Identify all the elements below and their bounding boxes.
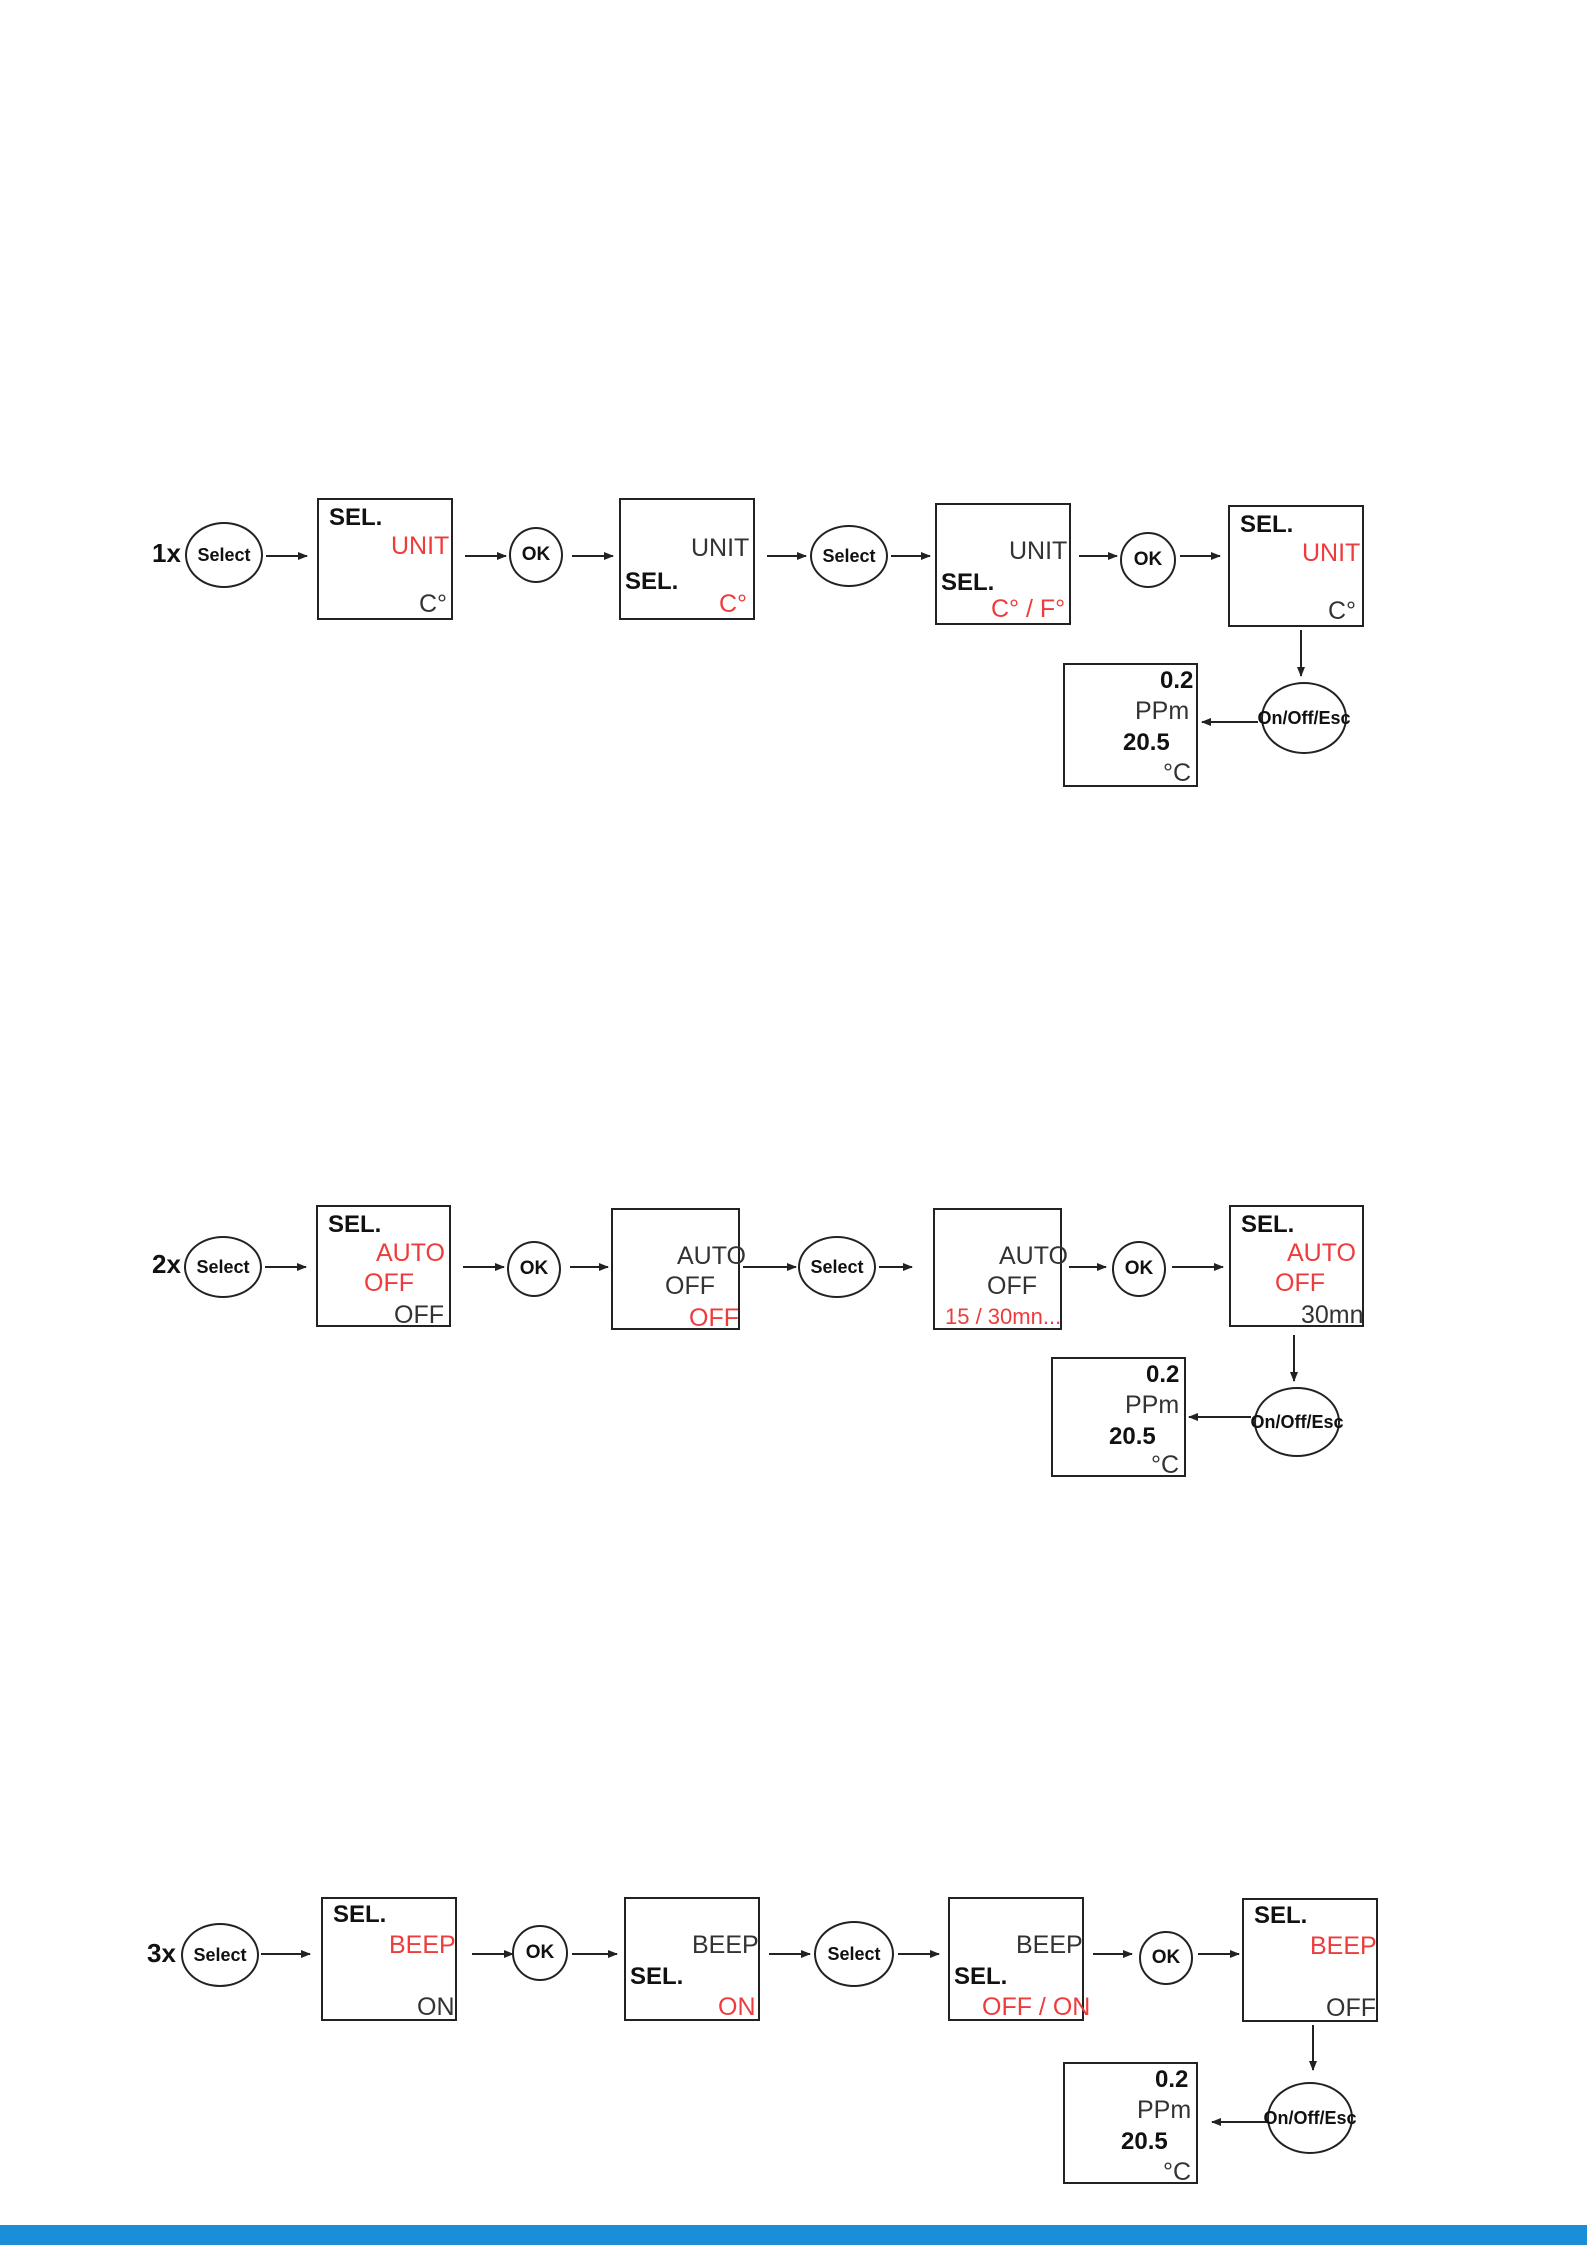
- temperature-value: 20.5: [1109, 1423, 1156, 1450]
- menu-label: AUTO: [1287, 1239, 1356, 1267]
- menu-label: BEEP: [1016, 1931, 1083, 1959]
- escape-label-line2: Esc: [1311, 1411, 1344, 1432]
- temperature-value: 20.5: [1123, 729, 1170, 756]
- menu-sublabel: OFF: [987, 1272, 1037, 1300]
- select-button[interactable]: Select: [185, 522, 263, 588]
- sel-indicator: SEL.: [329, 504, 383, 531]
- ok-button[interactable]: OK: [509, 527, 563, 583]
- menu-value: OFF: [394, 1301, 444, 1329]
- display-screen: SEL. UNIT C°: [317, 498, 453, 620]
- escape-label-line2: Esc: [1318, 707, 1351, 728]
- escape-label-line1: On/Off/: [1257, 707, 1319, 728]
- reading-value: 0.2: [1155, 2066, 1189, 2093]
- menu-value: ON: [718, 1993, 756, 2021]
- temperature-unit: °C: [1163, 2158, 1192, 2186]
- display-screen: UNIT SEL. C° / F°: [935, 503, 1071, 625]
- menu-label: AUTO: [677, 1242, 746, 1270]
- select-button[interactable]: Select: [798, 1236, 876, 1298]
- reading-unit: PPm: [1135, 697, 1190, 725]
- menu-value: OFF: [689, 1304, 739, 1332]
- menu-value: OFF / ON: [982, 1993, 1091, 2021]
- measurement-screen: 0.2 PPm 20.5 °C: [1063, 2062, 1198, 2186]
- step-label: 2x: [152, 1249, 181, 1279]
- menu-value: 30mn: [1301, 1301, 1364, 1329]
- select-button[interactable]: Select: [810, 525, 888, 587]
- reading-value: 0.2: [1160, 667, 1194, 694]
- reading-value: 0.2: [1146, 1361, 1180, 1388]
- ok-button[interactable]: OK: [1139, 1931, 1193, 1985]
- menu-label: UNIT: [1009, 537, 1068, 565]
- menu-label: BEEP: [692, 1931, 759, 1959]
- measurement-screen: 0.2 PPm 20.5 °C: [1051, 1357, 1186, 1479]
- reading-unit: PPm: [1125, 1391, 1180, 1419]
- menu-value: C° / F°: [991, 595, 1066, 623]
- menu-value: ON: [417, 1993, 455, 2021]
- display-screen: SEL. UNIT C°: [1228, 505, 1364, 627]
- ok-button[interactable]: OK: [512, 1925, 568, 1981]
- ok-button[interactable]: OK: [1112, 1241, 1166, 1297]
- reading-unit: PPm: [1137, 2096, 1192, 2124]
- display-screen: BEEP SEL. ON: [624, 1897, 760, 2021]
- menu-label: UNIT: [691, 534, 750, 562]
- select-button[interactable]: Select: [181, 1923, 259, 1987]
- display-screen: SEL. BEEP ON: [321, 1897, 457, 2021]
- display-screen: SEL. AUTO OFF 30mn: [1229, 1205, 1364, 1329]
- ok-button[interactable]: OK: [507, 1241, 561, 1297]
- bottom-brand-bar: [0, 2225, 1587, 2245]
- menu-sublabel: OFF: [364, 1269, 414, 1297]
- on-off-esc-button[interactable]: On/Off/ Esc: [1263, 2082, 1357, 2154]
- ok-button[interactable]: OK: [1120, 532, 1176, 588]
- sel-indicator: SEL.: [1241, 1211, 1295, 1238]
- menu-value: C°: [719, 590, 748, 618]
- menu-sublabel: OFF: [1275, 1269, 1325, 1297]
- display-screen: AUTO OFF 15 / 30mn...: [933, 1208, 1068, 1330]
- sel-indicator: SEL.: [630, 1963, 684, 1990]
- display-screen: SEL. AUTO OFF OFF: [316, 1205, 451, 1329]
- select-button[interactable]: Select: [814, 1921, 894, 1987]
- menu-label: BEEP: [1310, 1932, 1377, 1960]
- menu-label: AUTO: [999, 1242, 1068, 1270]
- menu-label: BEEP: [389, 1931, 456, 1959]
- display-screen: SEL. BEEP OFF: [1242, 1898, 1378, 2022]
- select-button[interactable]: Select: [184, 1236, 262, 1298]
- step-label: 3x: [147, 1938, 176, 1968]
- sel-indicator: SEL.: [1240, 511, 1294, 538]
- menu-label: AUTO: [376, 1239, 445, 1267]
- on-off-esc-button[interactable]: On/Off/ Esc: [1257, 682, 1351, 754]
- escape-label-line1: On/Off/: [1250, 1411, 1312, 1432]
- temperature-unit: °C: [1151, 1451, 1180, 1479]
- temperature-unit: °C: [1163, 759, 1192, 787]
- menu-label: UNIT: [1302, 539, 1361, 567]
- escape-label-line1: On/Off/: [1263, 2107, 1325, 2128]
- menu-sublabel: OFF: [665, 1272, 715, 1300]
- temperature-value: 20.5: [1121, 2128, 1168, 2155]
- measurement-screen: 0.2 PPm 20.5 °C: [1063, 663, 1198, 787]
- display-screen: BEEP SEL. OFF / ON: [948, 1897, 1090, 2021]
- on-off-esc-button[interactable]: On/Off/ Esc: [1250, 1387, 1344, 1457]
- sel-indicator: SEL.: [328, 1211, 382, 1238]
- sel-indicator: SEL.: [954, 1963, 1008, 1990]
- sel-indicator: SEL.: [333, 1901, 387, 1928]
- step-label: 1x: [152, 538, 181, 568]
- sel-indicator: SEL.: [625, 568, 679, 595]
- sel-indicator: SEL.: [1254, 1902, 1308, 1929]
- menu-value: OFF: [1326, 1994, 1376, 2022]
- menu-label: UNIT: [391, 532, 450, 560]
- sel-indicator: SEL.: [941, 569, 995, 596]
- menu-value: C°: [1328, 597, 1357, 625]
- display-screen: UNIT SEL. C°: [619, 498, 755, 620]
- display-screen: AUTO OFF OFF: [611, 1208, 746, 1332]
- escape-label-line2: Esc: [1324, 2107, 1357, 2128]
- menu-value: C°: [419, 590, 448, 618]
- menu-value: 15 / 30mn...: [945, 1304, 1062, 1329]
